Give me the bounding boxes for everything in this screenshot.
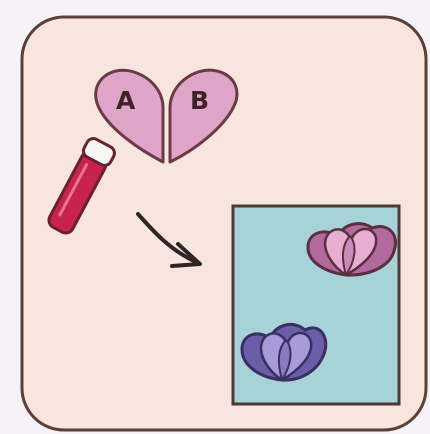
heart-label-a: A — [116, 86, 136, 115]
pink-flower-print — [308, 224, 396, 275]
heart-label-b: B — [190, 86, 209, 115]
